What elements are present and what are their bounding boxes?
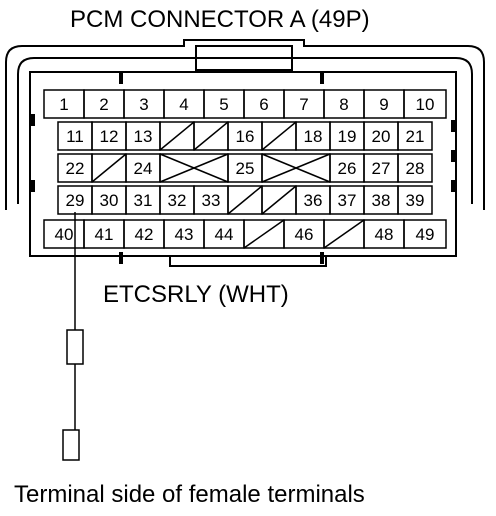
terminal-number: 39 (406, 191, 425, 210)
terminal-number: 11 (66, 127, 84, 146)
wire-label: ETCSRLY (WHT) (103, 281, 289, 308)
bottom-key (169, 256, 327, 267)
connector-body (29, 71, 457, 257)
tick-top-left (119, 72, 123, 84)
terminal-number: 20 (372, 127, 391, 146)
terminal-number: 4 (179, 95, 188, 114)
terminal-number: 18 (304, 127, 323, 146)
terminal-number: 10 (416, 95, 435, 114)
row1-cell (403, 89, 447, 119)
terminal-numbers: 1 2 3 4 5 6 7 8 9 10 11 12 13 16 18 19 2… (55, 95, 435, 244)
notch-left-1 (30, 114, 35, 126)
terminal-number: 37 (338, 191, 357, 210)
terminal-number: 25 (236, 159, 255, 178)
terminal-number: 36 (304, 191, 323, 210)
slash (159, 121, 195, 151)
housing-outer (5, 39, 485, 210)
tick-bottom-right (320, 252, 324, 264)
terminal-number: 42 (135, 225, 154, 244)
terminal-grid (43, 89, 447, 249)
terminal-number: 32 (168, 191, 187, 210)
terminal-number: 21 (406, 127, 425, 146)
terminal-number: 29 (66, 191, 85, 210)
terminal-number: 13 (134, 127, 153, 146)
terminal-number: 3 (139, 95, 148, 114)
notch-left-2 (30, 180, 35, 192)
blank-cavity-marks (91, 121, 365, 249)
terminal-number: 8 (339, 95, 348, 114)
notch-right-1 (451, 120, 456, 132)
tick-bottom-left (119, 252, 123, 264)
terminal-number: 12 (100, 127, 119, 146)
housing-inner-arc (17, 57, 473, 204)
probe-tip-lower (62, 429, 80, 461)
cross (261, 153, 331, 183)
slash (193, 121, 229, 151)
terminal-number: 33 (202, 191, 221, 210)
terminal-number: 26 (338, 159, 357, 178)
notch-right-3 (451, 180, 456, 192)
connector-title: PCM CONNECTOR A (49P) (70, 6, 370, 33)
terminal-number: 6 (259, 95, 268, 114)
row3-cell (397, 153, 433, 183)
top-latch (195, 45, 293, 71)
terminal-number: 9 (379, 95, 388, 114)
terminal-number: 7 (299, 95, 308, 114)
terminal-number: 49 (416, 225, 435, 244)
row4-cell (397, 185, 433, 215)
terminal-number: 27 (372, 159, 391, 178)
notch-right-2 (451, 150, 456, 162)
slash (91, 153, 127, 183)
terminal-number: 46 (295, 225, 314, 244)
terminal-number: 44 (215, 225, 234, 244)
terminal-number: 28 (406, 159, 425, 178)
row5-cell (403, 219, 447, 249)
terminal-number: 5 (219, 95, 228, 114)
slash (243, 219, 285, 249)
terminal-number: 43 (175, 225, 194, 244)
terminal-number: 22 (66, 159, 85, 178)
row2-cell (397, 121, 433, 151)
slash (261, 121, 297, 151)
terminal-number: 38 (372, 191, 391, 210)
terminal-number: 19 (338, 127, 357, 146)
terminal-number: 16 (236, 127, 255, 146)
tick-top-right (320, 72, 324, 84)
slash (323, 219, 365, 249)
probe-assembly (62, 212, 84, 461)
terminal-number: 2 (99, 95, 108, 114)
probe-tip-upper (66, 329, 84, 365)
terminal-number: 48 (375, 225, 394, 244)
terminal-number: 30 (100, 191, 119, 210)
footer-caption: Terminal side of female terminals (14, 481, 365, 508)
terminal-number: 24 (134, 159, 153, 178)
slash (227, 185, 263, 215)
terminal-number: 31 (134, 191, 153, 210)
cross (159, 153, 229, 183)
terminal-number: 40 (55, 225, 74, 244)
terminal-number: 1 (59, 95, 68, 114)
slash (261, 185, 297, 215)
terminal-number: 41 (95, 225, 114, 244)
